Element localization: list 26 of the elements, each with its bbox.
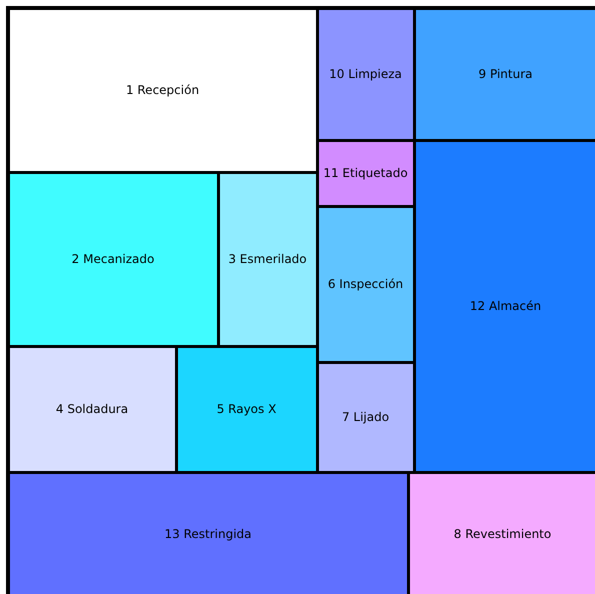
room-box xyxy=(416,10,595,138)
room-box xyxy=(10,474,406,594)
room-label: 13 Restringida xyxy=(164,527,252,541)
room-label: 10 Limpieza xyxy=(329,67,402,81)
room-box xyxy=(318,364,412,470)
room-label: 12 Almacén xyxy=(470,299,542,313)
room-box xyxy=(318,208,412,360)
room-box xyxy=(410,474,595,594)
room-label: 1 Recepción xyxy=(126,83,200,97)
room-box xyxy=(318,142,412,204)
room-box xyxy=(416,142,595,470)
room-box xyxy=(10,10,316,170)
room-label: 8 Revestimiento xyxy=(454,527,552,541)
room-box xyxy=(10,348,174,470)
room-label: 6 Inspección xyxy=(328,277,404,291)
room-box xyxy=(178,348,316,470)
room-label: 9 Pintura xyxy=(478,67,532,81)
room-label: 5 Rayos X xyxy=(216,402,276,416)
room-label: 11 Etiquetado xyxy=(323,166,408,180)
room-label: 3 Esmerilado xyxy=(228,252,307,266)
room-box xyxy=(318,10,412,138)
room-label: 7 Lijado xyxy=(342,410,390,424)
room-label: 4 Soldadura xyxy=(56,402,128,416)
room-box xyxy=(10,174,216,344)
room-label: 2 Mecanizado xyxy=(72,252,154,266)
room-box xyxy=(220,174,316,344)
